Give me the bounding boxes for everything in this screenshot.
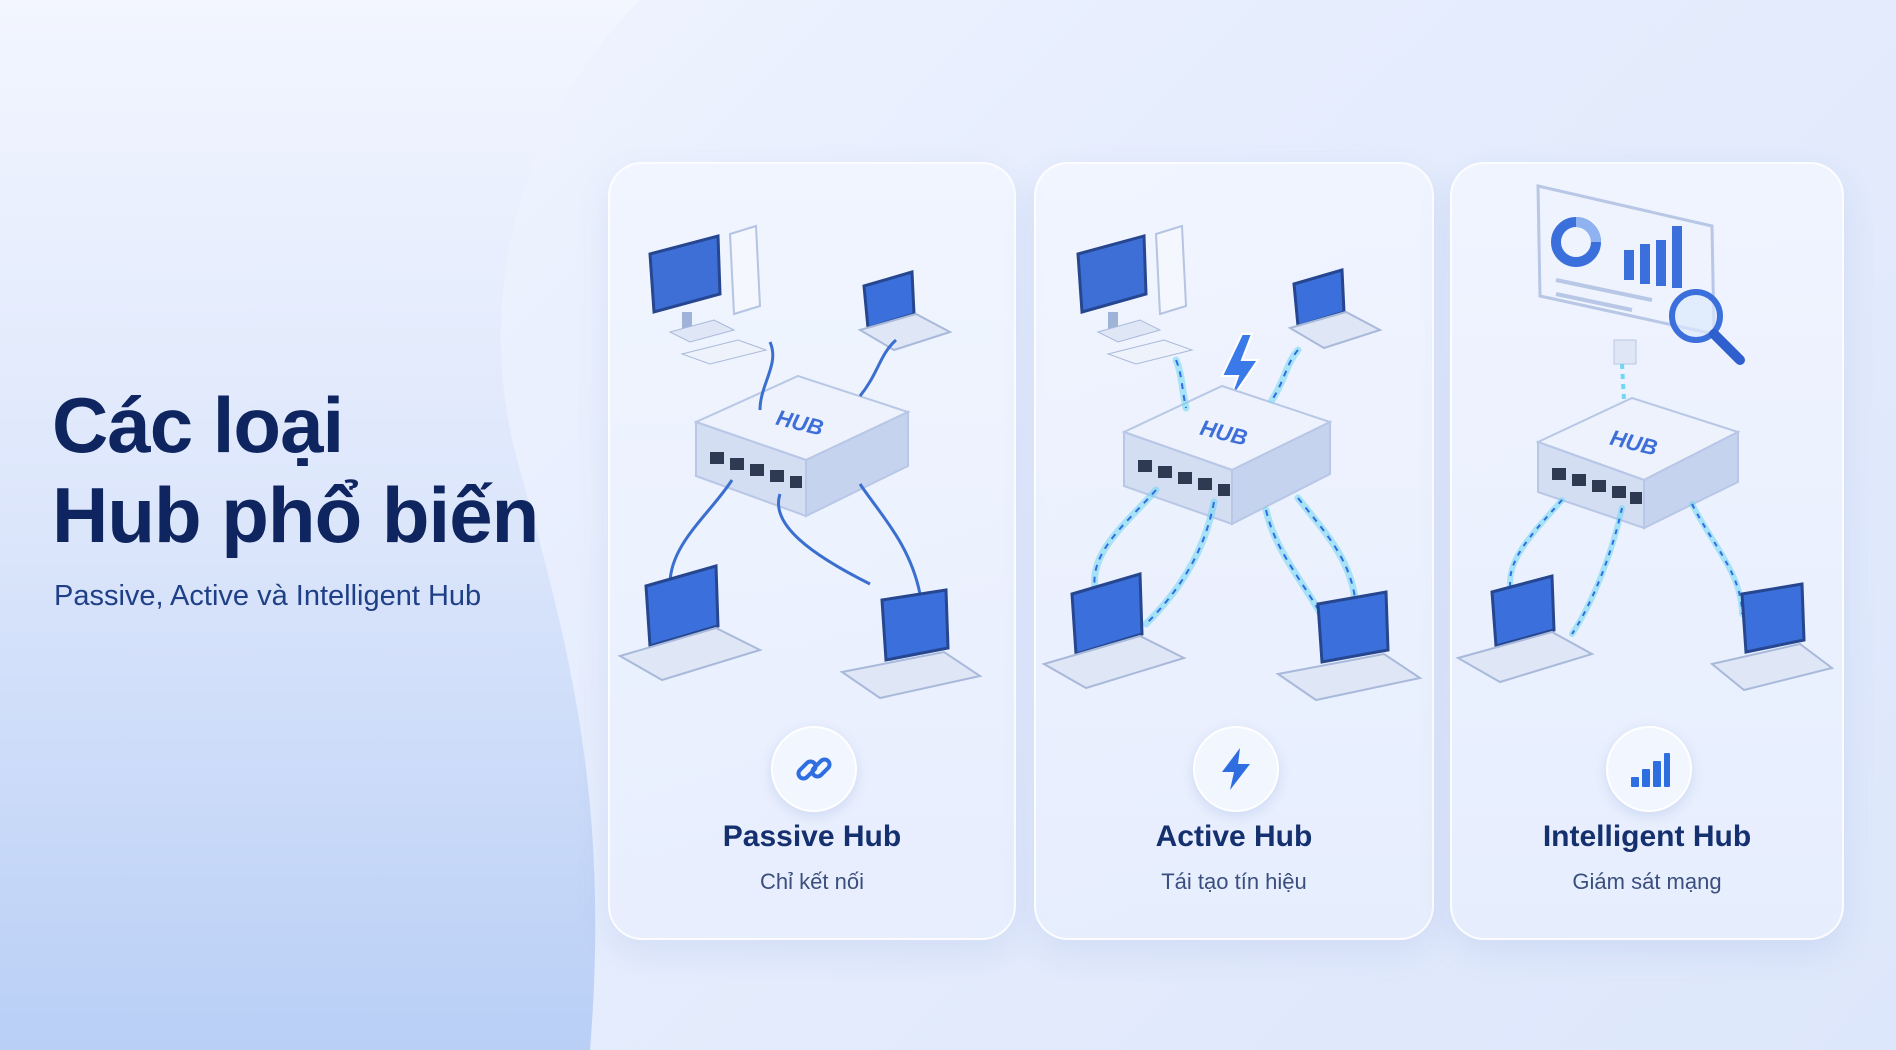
laptop-icon — [1275, 590, 1423, 702]
lightning-bolt-icon — [1220, 333, 1260, 405]
card-title: Intelligent Hub — [1542, 820, 1752, 853]
card-description: Tái tạo tín hiệu — [1161, 869, 1307, 894]
page-subtitle: Passive, Active và Intelligent Hub — [54, 580, 482, 612]
page-title-line-1: Các loại — [52, 381, 344, 469]
laptop-icon — [1709, 582, 1835, 692]
card-intelligent-hub: HUB — [1450, 162, 1844, 940]
magnifier-icon — [1669, 289, 1745, 365]
card-description: Chỉ kết nối — [760, 869, 864, 894]
desktop-computer-icon — [648, 224, 768, 365]
card-title: Active Hub — [1155, 820, 1313, 853]
laptop-icon — [857, 270, 953, 352]
laptop-icon — [1041, 572, 1187, 690]
page-title-line-2: Hub phổ biến — [52, 471, 539, 559]
intelligent-hub-illustration: HUB — [1455, 184, 1835, 692]
link-icon — [796, 757, 832, 781]
card-description: Giám sát mạng — [1572, 869, 1722, 894]
desktop-computer-icon — [1076, 224, 1194, 365]
page-title: Các loại Hub phổ biến — [52, 380, 539, 560]
card-icon-badge — [1606, 726, 1692, 812]
laptop-icon — [839, 588, 983, 700]
card-icon-badge — [1193, 726, 1279, 812]
laptop-icon — [617, 564, 763, 682]
hub-device: HUB — [1535, 396, 1741, 530]
card-icon-badge — [771, 726, 857, 812]
laptop-icon — [1287, 268, 1383, 350]
hub-device: HUB — [1121, 384, 1333, 526]
card-title: Passive Hub — [722, 820, 902, 853]
laptop-icon — [1455, 574, 1595, 684]
active-hub-illustration: HUB — [1041, 224, 1423, 702]
lightning-icon — [1222, 748, 1250, 790]
card-active-hub: HUB — [1034, 162, 1434, 940]
card-passive-hub: HUB — [608, 162, 1016, 940]
hub-device: HUB — [693, 374, 911, 518]
bar-chart-icon — [1631, 753, 1670, 787]
passive-hub-illustration: HUB — [617, 224, 983, 700]
